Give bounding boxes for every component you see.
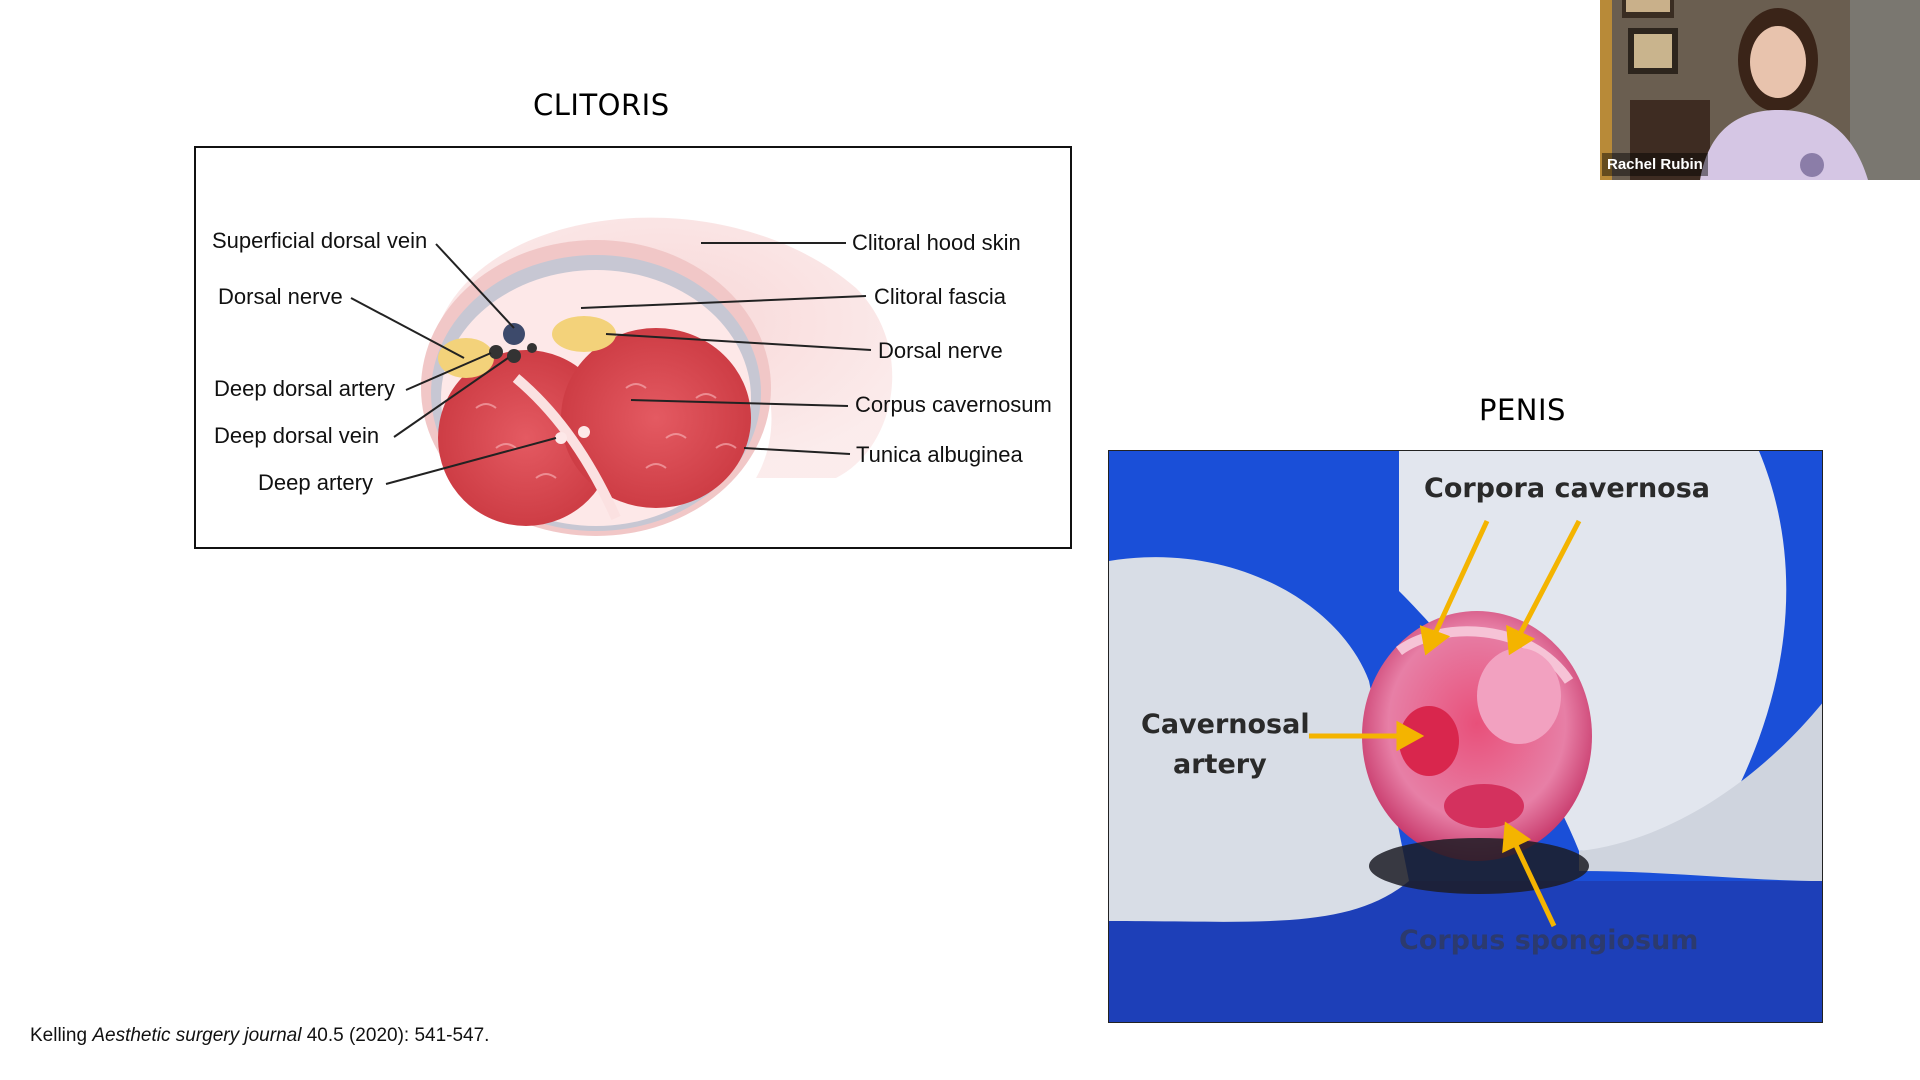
participant-video-feed <box>1600 0 1920 180</box>
label-deep-dorsal-artery: Deep dorsal artery <box>214 376 395 401</box>
label-cavernosal-artery-line2: artery <box>1173 749 1267 780</box>
label-tunica-albuginea: Tunica albuginea <box>856 442 1023 467</box>
citation-author: Kelling <box>30 1025 88 1046</box>
label-corpus-cavernosum: Corpus cavernosum <box>855 392 1052 417</box>
label-dorsal-nerve-right: Dorsal nerve <box>878 338 1003 363</box>
label-dorsal-nerve-left: Dorsal nerve <box>218 284 343 309</box>
label-clitoral-hood-skin: Clitoral hood skin <box>852 230 1021 255</box>
penis-title: PENIS <box>1479 393 1566 427</box>
clitoris-title: CLITORIS <box>533 88 670 122</box>
penis-cross-section-photo: Corpora cavernosa Cavernosal artery Corp… <box>1108 450 1823 1023</box>
citation: Kelling Aesthetic surgery journal 40.5 (… <box>30 1025 489 1047</box>
label-deep-dorsal-vein: Deep dorsal vein <box>214 423 380 448</box>
label-deep-artery: Deep artery <box>258 470 373 495</box>
clitoris-diagram: Superficial dorsal vein Dorsal nerve Dee… <box>194 146 1072 549</box>
citation-journal: Aesthetic surgery journal <box>92 1025 302 1046</box>
participant-name-label: Rachel Rubin <box>1602 153 1708 176</box>
clitoris-cross-section-illustration <box>350 217 893 536</box>
participant-video-tile[interactable]: Rachel Rubin <box>1600 0 1920 180</box>
photo-illustration <box>1109 451 1822 1022</box>
label-corpora-cavernosa: Corpora cavernosa <box>1424 473 1711 504</box>
label-corpus-spongiosum: Corpus spongiosum <box>1399 925 1699 956</box>
label-clitoral-fascia: Clitoral fascia <box>874 284 1007 309</box>
citation-details: 40.5 (2020): 541-547. <box>306 1025 490 1046</box>
label-superficial-dorsal-vein: Superficial dorsal vein <box>212 228 428 253</box>
label-cavernosal-artery-line1: Cavernosal <box>1141 709 1310 740</box>
